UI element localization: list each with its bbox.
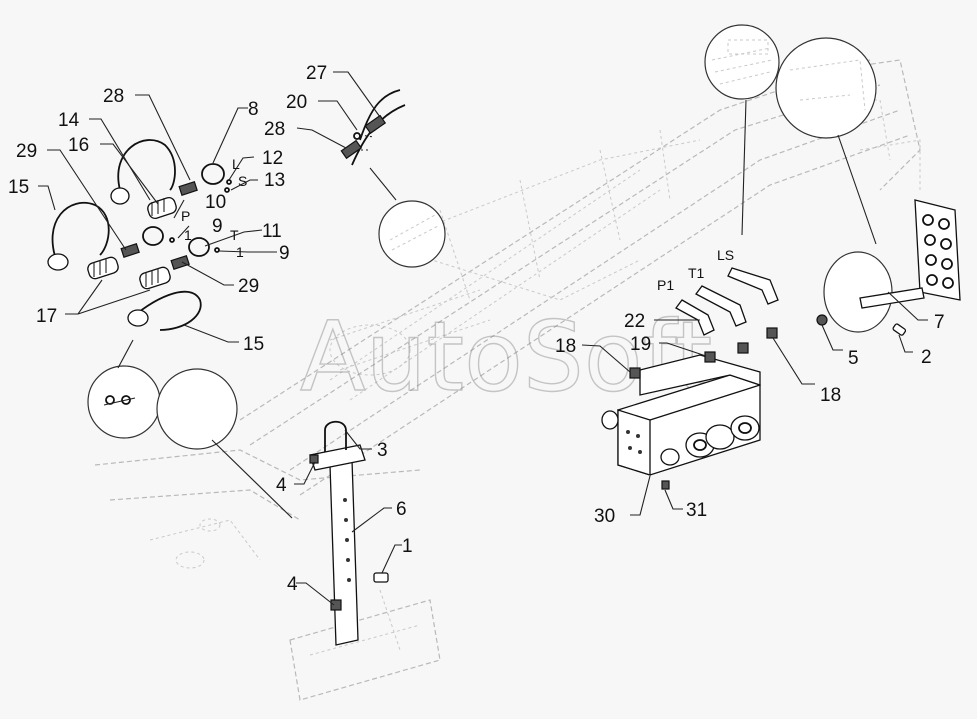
callout-14: 14 (58, 110, 80, 131)
dust-cap-strap-15b (129, 290, 202, 331)
fitting-18a (629, 367, 641, 379)
detail-circle-mid (378, 200, 446, 268)
callout-1: 1 (402, 536, 413, 557)
nut-5 (816, 314, 828, 326)
o-ring-11 (188, 237, 210, 257)
dust-cap-strap-15a (51, 202, 110, 266)
port-label-t: T (230, 227, 239, 243)
washer-20 (353, 132, 361, 140)
fitting-29b (170, 254, 190, 270)
o-ring-10 (142, 226, 164, 246)
hose-assembly-left (47, 139, 232, 331)
callout-11: 11 (262, 221, 282, 242)
bolt-1 (373, 572, 389, 583)
detail-circle-top-right (704, 24, 780, 100)
detail-circle-bracket (823, 251, 893, 333)
callout-5: 5 (848, 348, 859, 369)
port-label-s: S (238, 173, 247, 189)
bracket-7 (816, 199, 961, 336)
o-ring-8 (201, 163, 225, 185)
fitting-27 (364, 114, 387, 135)
port-label-1b: 1 (236, 244, 244, 260)
washer-12 (226, 179, 232, 185)
fitting-28b (340, 139, 363, 160)
valve-block-30 (601, 327, 778, 490)
elbow-22 (675, 299, 715, 336)
washer-9a (169, 237, 175, 243)
detail-circle-bottom-left (87, 365, 238, 450)
callout-18b: 18 (820, 385, 841, 406)
washer-13 (224, 187, 230, 193)
port-label-t1: T1 (688, 265, 705, 281)
mini-couplers (103, 395, 136, 406)
callout-15b: 15 (243, 334, 264, 355)
washer-9b (214, 247, 220, 253)
callout-31: 31 (686, 500, 707, 521)
port-labels: L S P 1 T 1 LS P1 T1 (181, 156, 734, 293)
detail-circle-right (775, 37, 877, 139)
screw-31 (661, 480, 670, 490)
u-bolt-3 (324, 420, 347, 452)
callout-9b: 9 (279, 243, 290, 264)
fitting-18c (737, 342, 749, 354)
port-label-1a: 1 (184, 227, 192, 243)
coupler-17a (87, 256, 119, 280)
nut-4a (309, 454, 319, 464)
leader-lines (38, 71, 928, 606)
fitting-18b (766, 327, 778, 339)
fitting-29a (120, 242, 140, 258)
fitting-28a (178, 180, 198, 196)
callout-9a: 9 (212, 216, 223, 237)
port-label-p: P (181, 208, 190, 224)
fitting-19 (704, 351, 716, 363)
callout-27: 27 (306, 63, 327, 84)
elbow-fittings (675, 267, 779, 336)
callout-29b: 29 (238, 276, 259, 297)
callout-10: 10 (205, 192, 226, 213)
callout-19: 19 (630, 334, 651, 355)
coupler-17b (139, 266, 171, 290)
callout-numbers: 27 20 28 8 28 14 16 29 15 12 13 10 9 11 … (8, 63, 945, 595)
callout-2: 2 (921, 347, 932, 368)
callout-7: 7 (934, 312, 945, 333)
callout-29a: 29 (16, 141, 37, 162)
callout-16: 16 (68, 135, 89, 156)
port-label-ls: LS (717, 247, 734, 263)
elbow-t1 (695, 285, 747, 327)
callout-3: 3 (377, 440, 388, 461)
callout-8: 8 (248, 99, 259, 120)
dust-cap-14 (110, 187, 130, 205)
bolt-2 (892, 323, 907, 336)
callout-18a: 18 (555, 336, 576, 357)
coupler-16 (147, 196, 177, 220)
elbow-ls (727, 267, 779, 305)
hose-segment (340, 89, 406, 166)
callout-13: 13 (264, 170, 285, 191)
callout-28a: 28 (103, 86, 124, 107)
callout-30: 30 (594, 506, 615, 527)
watermark-text: AutoSoft (300, 301, 712, 413)
callout-17: 17 (36, 306, 57, 327)
callout-4b: 4 (287, 574, 298, 595)
callout-20: 20 (286, 92, 307, 113)
dust-cap-strap-14 (117, 139, 176, 191)
dust-cap-15a (47, 253, 69, 271)
dust-cap-15b (127, 309, 149, 327)
port-label-l: L (232, 156, 240, 172)
callout-15a: 15 (8, 177, 29, 198)
nut-4b (330, 599, 342, 611)
callout-22: 22 (624, 311, 645, 332)
callout-28b: 28 (264, 119, 285, 140)
callout-4a: 4 (276, 475, 287, 496)
callout-12: 12 (262, 148, 283, 169)
callout-6: 6 (396, 499, 407, 520)
port-label-p1: P1 (657, 277, 674, 293)
